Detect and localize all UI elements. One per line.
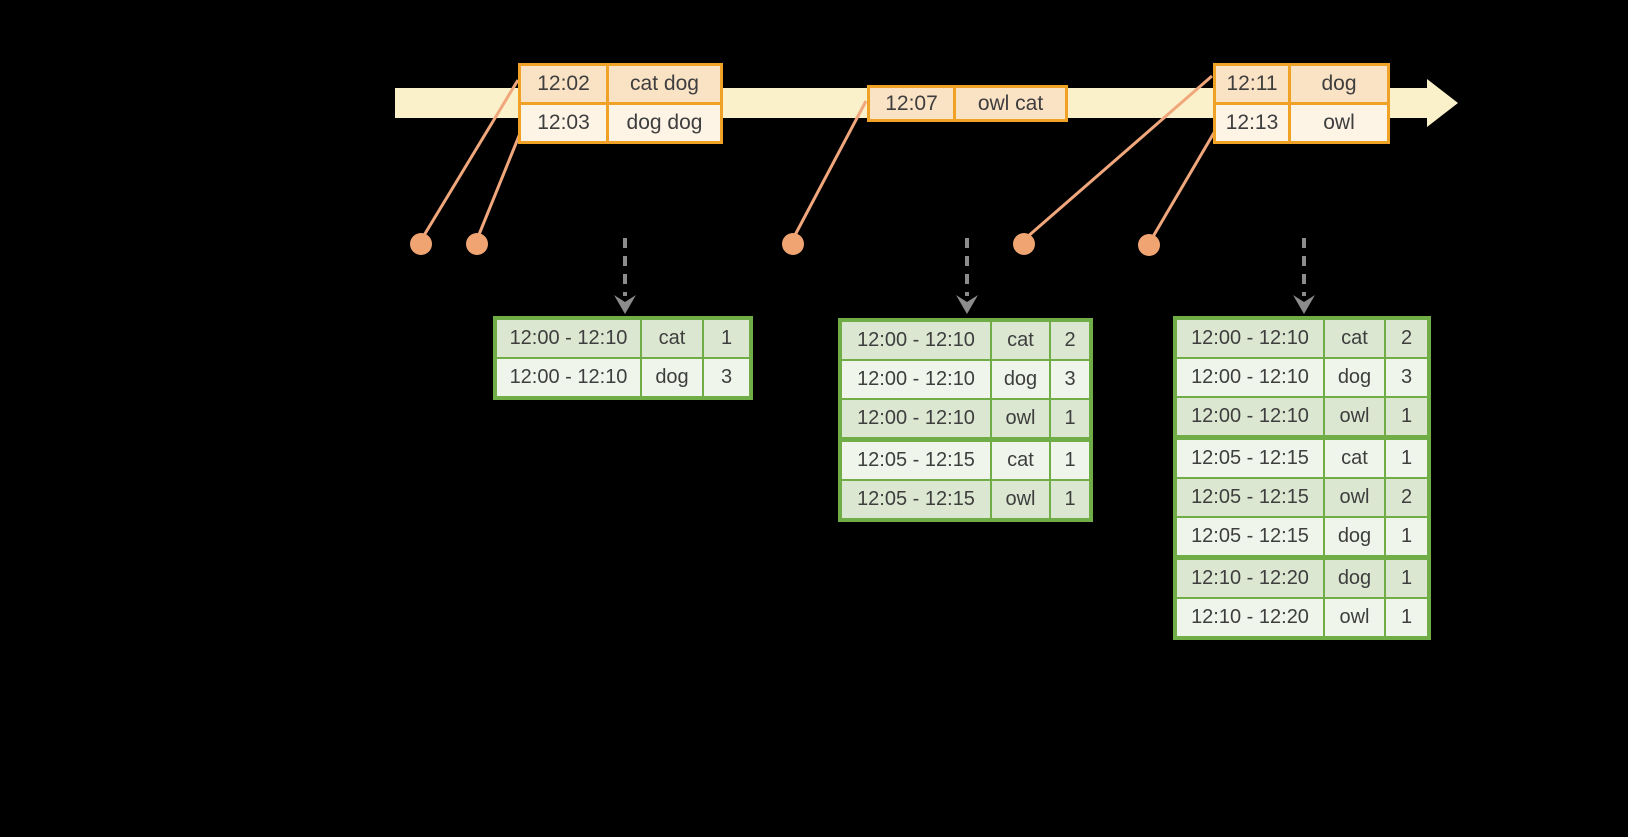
event-words: owl cat — [956, 88, 1065, 119]
event-table-2: 12:07 owl cat — [867, 85, 1068, 122]
result-row: 12:00 - 12:10 cat 1 — [497, 320, 749, 357]
result-window: 12:10 - 12:20 — [1177, 599, 1323, 636]
result-word: dog — [1325, 359, 1384, 396]
result-window: 12:05 - 12:15 — [1177, 440, 1323, 477]
event-words: owl — [1291, 105, 1387, 141]
event-row: 12:07 owl cat — [870, 88, 1065, 119]
event-time: 12:13 — [1216, 105, 1288, 141]
result-window: 12:05 - 12:15 — [1177, 479, 1323, 516]
result-count: 2 — [1051, 322, 1089, 359]
event-row: 12:11 dog — [1216, 66, 1387, 102]
result-count: 1 — [1051, 442, 1089, 479]
result-count: 1 — [1386, 599, 1427, 636]
result-window: 12:00 - 12:10 — [842, 361, 990, 398]
connector-lines — [421, 74, 1217, 241]
event-row: 12:13 owl — [1216, 105, 1387, 141]
connector-line — [1025, 74, 1213, 240]
result-word: dog — [1325, 560, 1384, 597]
result-row: 12:05 - 12:15 owl 2 — [1177, 479, 1427, 516]
timeline-arrowhead-icon — [1427, 79, 1458, 127]
connector-line — [476, 130, 523, 238]
connector-line — [792, 100, 868, 238]
result-count: 1 — [1386, 518, 1427, 555]
result-count: 1 — [1386, 398, 1427, 435]
result-window: 12:05 - 12:15 — [1177, 518, 1323, 555]
result-row: 12:05 - 12:15 owl 1 — [842, 481, 1089, 518]
connector-line — [421, 79, 520, 238]
result-count: 2 — [1386, 479, 1427, 516]
result-word: owl — [992, 400, 1049, 437]
result-row: 12:00 - 12:10 cat 2 — [842, 322, 1089, 359]
event-dot — [782, 233, 804, 255]
result-word: owl — [992, 481, 1049, 518]
result-word: dog — [642, 359, 702, 396]
down-arrowhead-icon — [1293, 295, 1315, 314]
event-row: 12:02 cat dog — [521, 66, 720, 102]
connector-line — [1149, 130, 1217, 241]
result-word: dog — [992, 361, 1049, 398]
result-window: 12:05 - 12:15 — [842, 481, 990, 518]
event-dot — [1013, 233, 1035, 255]
result-word: cat — [1325, 440, 1384, 477]
result-word: owl — [1325, 599, 1384, 636]
result-word: owl — [1325, 479, 1384, 516]
down-arrowhead-icon — [956, 295, 978, 314]
result-word: cat — [992, 322, 1049, 359]
result-table-2: 12:00 - 12:10 cat 2 12:00 - 12:10 dog 3 … — [838, 318, 1093, 522]
result-count: 1 — [1386, 440, 1427, 477]
result-row: 12:00 - 12:10 dog 3 — [497, 359, 749, 396]
event-words: cat dog — [609, 66, 720, 102]
result-word: dog — [1325, 518, 1384, 555]
result-word: cat — [642, 320, 702, 357]
dashed-arrowheads — [614, 295, 1315, 314]
result-row: 12:00 - 12:10 dog 3 — [842, 361, 1089, 398]
result-window: 12:00 - 12:10 — [1177, 359, 1323, 396]
result-count: 1 — [1051, 481, 1089, 518]
result-row: 12:10 - 12:20 dog 1 — [1177, 560, 1427, 597]
dashed-arrows — [623, 238, 1306, 296]
result-window: 12:10 - 12:20 — [1177, 560, 1323, 597]
result-count: 3 — [1051, 361, 1089, 398]
result-row: 12:00 - 12:10 cat 2 — [1177, 320, 1427, 357]
result-window: 12:00 - 12:10 — [842, 400, 990, 437]
result-window: 12:00 - 12:10 — [842, 322, 990, 359]
event-row: 12:03 dog dog — [521, 105, 720, 141]
result-row: 12:00 - 12:10 dog 3 — [1177, 359, 1427, 396]
result-count: 1 — [1386, 560, 1427, 597]
result-table-3: 12:00 - 12:10 cat 2 12:00 - 12:10 dog 3 … — [1173, 316, 1431, 640]
result-count: 1 — [704, 320, 749, 357]
event-words: dog dog — [609, 105, 720, 141]
result-row: 12:10 - 12:20 owl 1 — [1177, 599, 1427, 636]
event-words: dog — [1291, 66, 1387, 102]
event-dot — [466, 233, 488, 255]
result-word: cat — [992, 442, 1049, 479]
result-row: 12:00 - 12:10 owl 1 — [1177, 398, 1427, 435]
result-count: 3 — [1386, 359, 1427, 396]
result-window: 12:05 - 12:15 — [842, 442, 990, 479]
down-arrowhead-icon — [614, 295, 636, 314]
result-row: 12:00 - 12:10 owl 1 — [842, 400, 1089, 437]
event-time: 12:11 — [1216, 66, 1288, 102]
result-window: 12:00 - 12:10 — [1177, 320, 1323, 357]
result-row: 12:05 - 12:15 dog 1 — [1177, 518, 1427, 555]
event-table-1: 12:02 cat dog 12:03 dog dog — [518, 63, 723, 144]
event-dot — [1138, 234, 1160, 256]
event-table-3: 12:11 dog 12:13 owl — [1213, 63, 1390, 144]
result-window: 12:00 - 12:10 — [497, 320, 640, 357]
result-window: 12:00 - 12:10 — [497, 359, 640, 396]
result-word: cat — [1325, 320, 1384, 357]
event-time: 12:07 — [870, 88, 953, 119]
result-count: 3 — [704, 359, 749, 396]
event-dot — [410, 233, 432, 255]
result-count: 1 — [1051, 400, 1089, 437]
result-window: 12:00 - 12:10 — [1177, 398, 1323, 435]
result-word: owl — [1325, 398, 1384, 435]
event-time: 12:03 — [521, 105, 606, 141]
result-count: 2 — [1386, 320, 1427, 357]
event-dots — [410, 233, 1160, 256]
result-row: 12:05 - 12:15 cat 1 — [1177, 440, 1427, 477]
event-time: 12:02 — [521, 66, 606, 102]
result-row: 12:05 - 12:15 cat 1 — [842, 442, 1089, 479]
result-table-1: 12:00 - 12:10 cat 1 12:00 - 12:10 dog 3 — [493, 316, 753, 400]
